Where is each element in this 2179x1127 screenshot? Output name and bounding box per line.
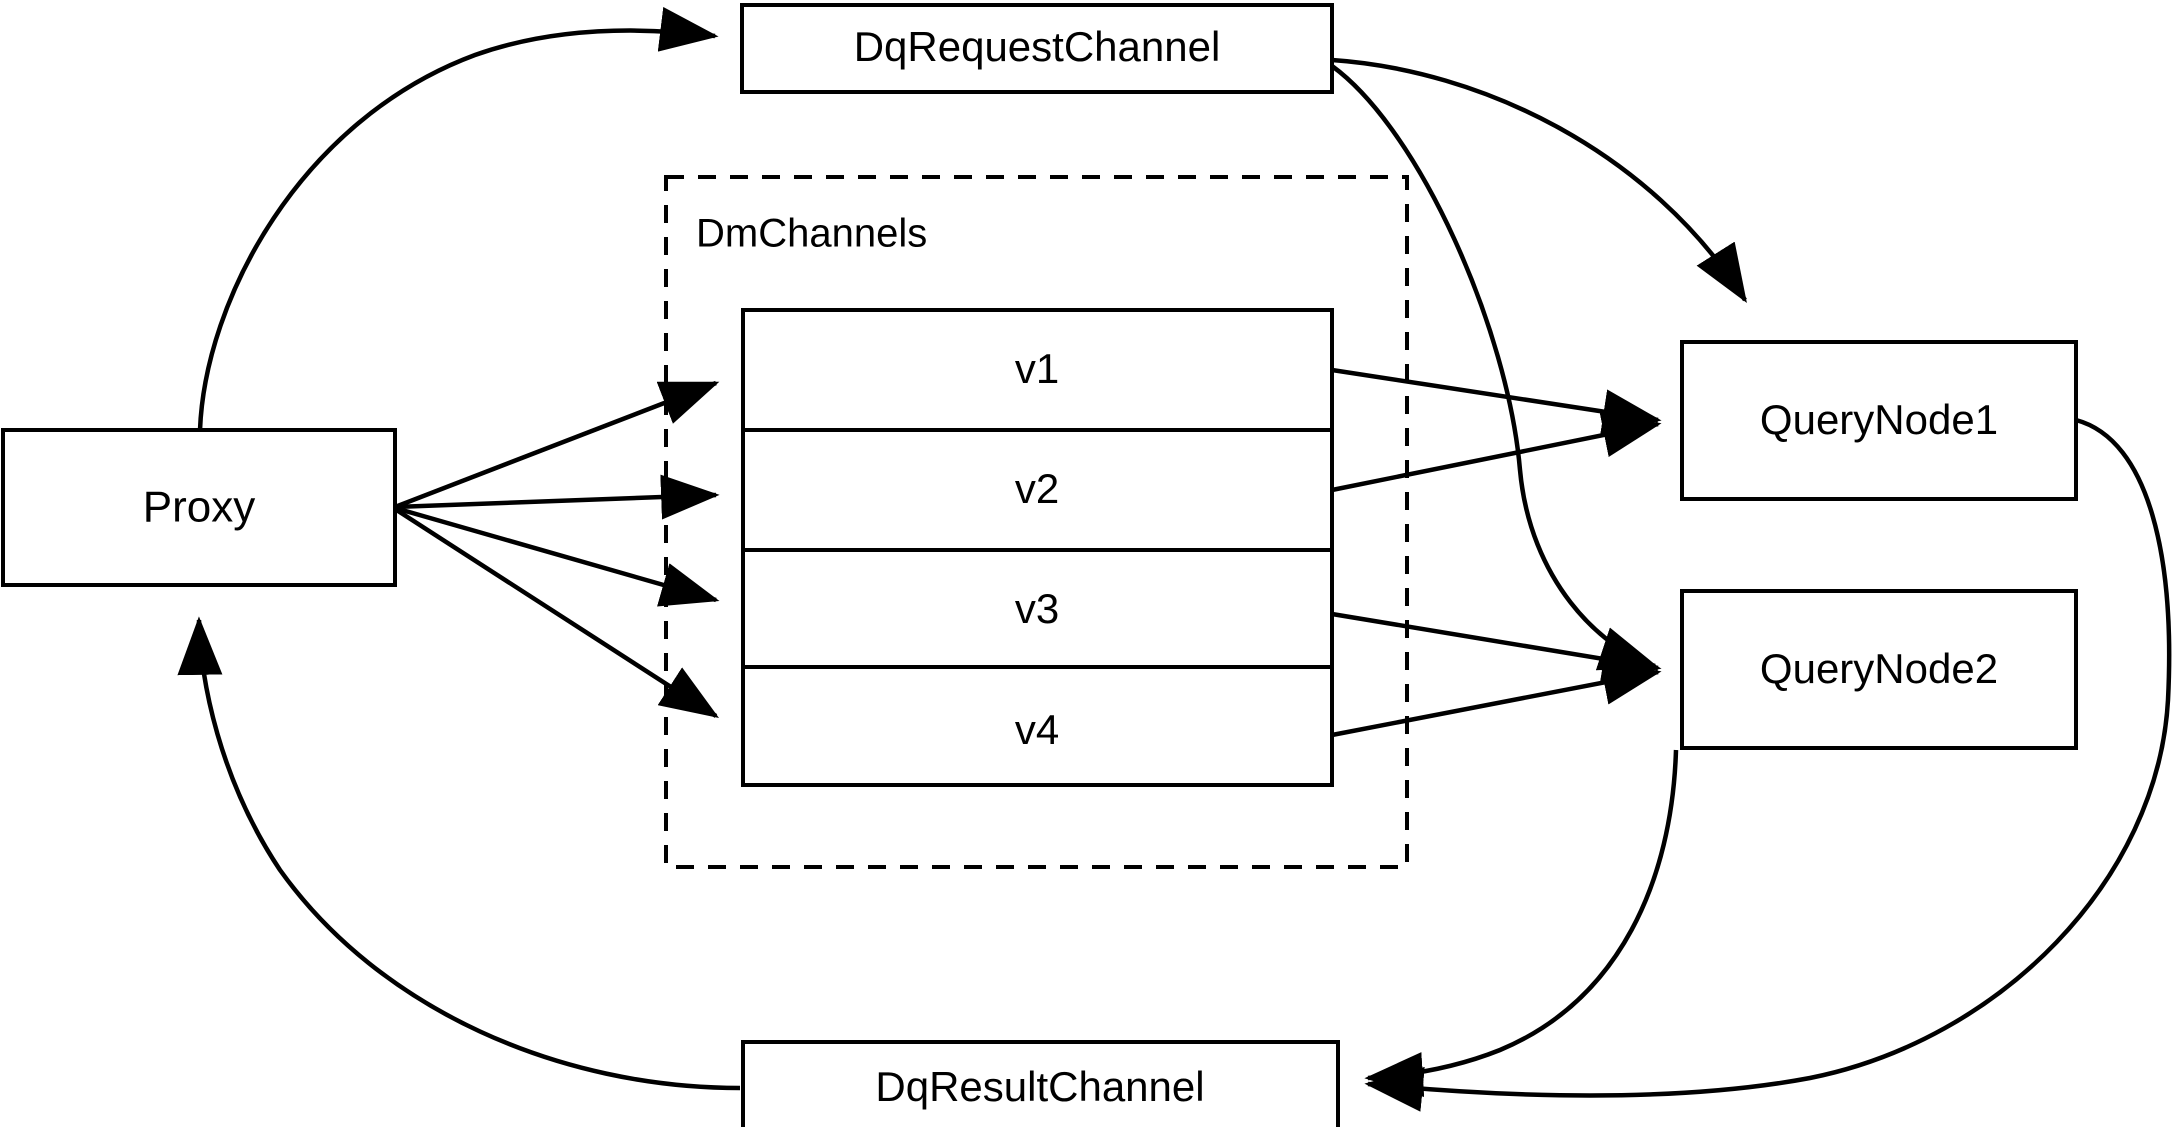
node-channel-v1-label: v1 xyxy=(1015,345,1059,392)
dm-channels-group-label: DmChannels xyxy=(696,212,927,256)
node-channel-v4-label: v4 xyxy=(1015,706,1059,753)
edge-proxy-to-v2 xyxy=(394,474,720,520)
node-dqresultchannel-label: DqResultChannel xyxy=(875,1063,1204,1110)
edge-v2-to-querynode1 xyxy=(1331,412,1662,493)
edge-dqrequestchannel-to-querynode1 xyxy=(1331,57,1747,304)
node-channel-v3-label: v3 xyxy=(1015,585,1059,632)
node-channel-v1[interactable]: v1 xyxy=(743,310,1332,430)
node-querynode2-label: QueryNode2 xyxy=(1760,645,1998,692)
node-proxy[interactable]: Proxy xyxy=(1,428,397,587)
node-querynode2[interactable]: QueryNode2 xyxy=(1680,589,2078,750)
edge-v3-to-querynode2 xyxy=(1331,611,1662,682)
node-proxy-label: Proxy xyxy=(143,483,255,532)
node-querynode1[interactable]: QueryNode1 xyxy=(1680,340,2078,501)
node-channel-v3[interactable]: v3 xyxy=(743,550,1332,667)
edge-dqresultchannel-to-proxy xyxy=(177,616,741,1091)
node-channel-v4[interactable]: v4 xyxy=(743,667,1332,785)
node-dqrequestchannel-label: DqRequestChannel xyxy=(854,23,1221,70)
node-channel-v2[interactable]: v2 xyxy=(743,430,1332,550)
edge-proxy-to-v4 xyxy=(393,507,720,718)
edge-v4-to-querynode2 xyxy=(1331,660,1662,738)
edge-querynode2-to-dqresultchannel xyxy=(1364,749,1679,1098)
dm-channel-stack xyxy=(741,308,1334,787)
edge-proxy-to-v1 xyxy=(394,380,720,510)
node-querynode1-label: QueryNode1 xyxy=(1760,396,1998,443)
node-channel-v2-label: v2 xyxy=(1015,465,1059,512)
dm-channels-group: DmChannels xyxy=(664,175,1409,869)
node-dqresultchannel[interactable]: DqResultChannel xyxy=(741,1040,1340,1127)
node-dqrequestchannel[interactable]: DqRequestChannel xyxy=(740,3,1334,94)
edge-proxy-to-dqrequestchannel xyxy=(197,6,719,431)
edge-v1-to-querynode1 xyxy=(1331,367,1662,434)
edge-dqrequestchannel-to-querynode2 xyxy=(1330,64,1659,671)
edge-querynode1-to-dqresultchannel xyxy=(1364,417,2172,1112)
edge-proxy-to-v3 xyxy=(394,505,720,607)
